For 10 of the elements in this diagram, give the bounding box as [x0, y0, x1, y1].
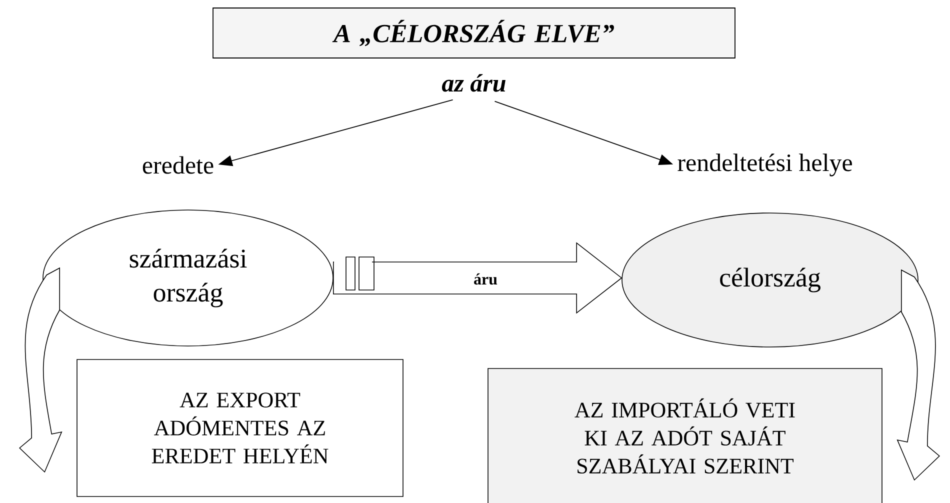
label-text: rendeltetési helye [678, 154, 852, 176]
curved-arrow [19, 268, 62, 472]
edge-label: áru [474, 273, 498, 285]
title-box: A „CÉLORSZÁG ELVE” [212, 8, 736, 58]
subtitle-text: az áru [442, 74, 506, 92]
label-text: eredete [142, 156, 214, 174]
text-box: AZ IMPORTÁLÓ VETI KI AZ ADÓT SAJÁT SZABÁLYAI SZERINT [488, 368, 882, 503]
text-box: AZ EXPORT ADÓMENTES AZ EREDET HELYÉN [76, 359, 404, 497]
curved-arrow [897, 270, 940, 480]
block-arrow [333, 242, 622, 314]
